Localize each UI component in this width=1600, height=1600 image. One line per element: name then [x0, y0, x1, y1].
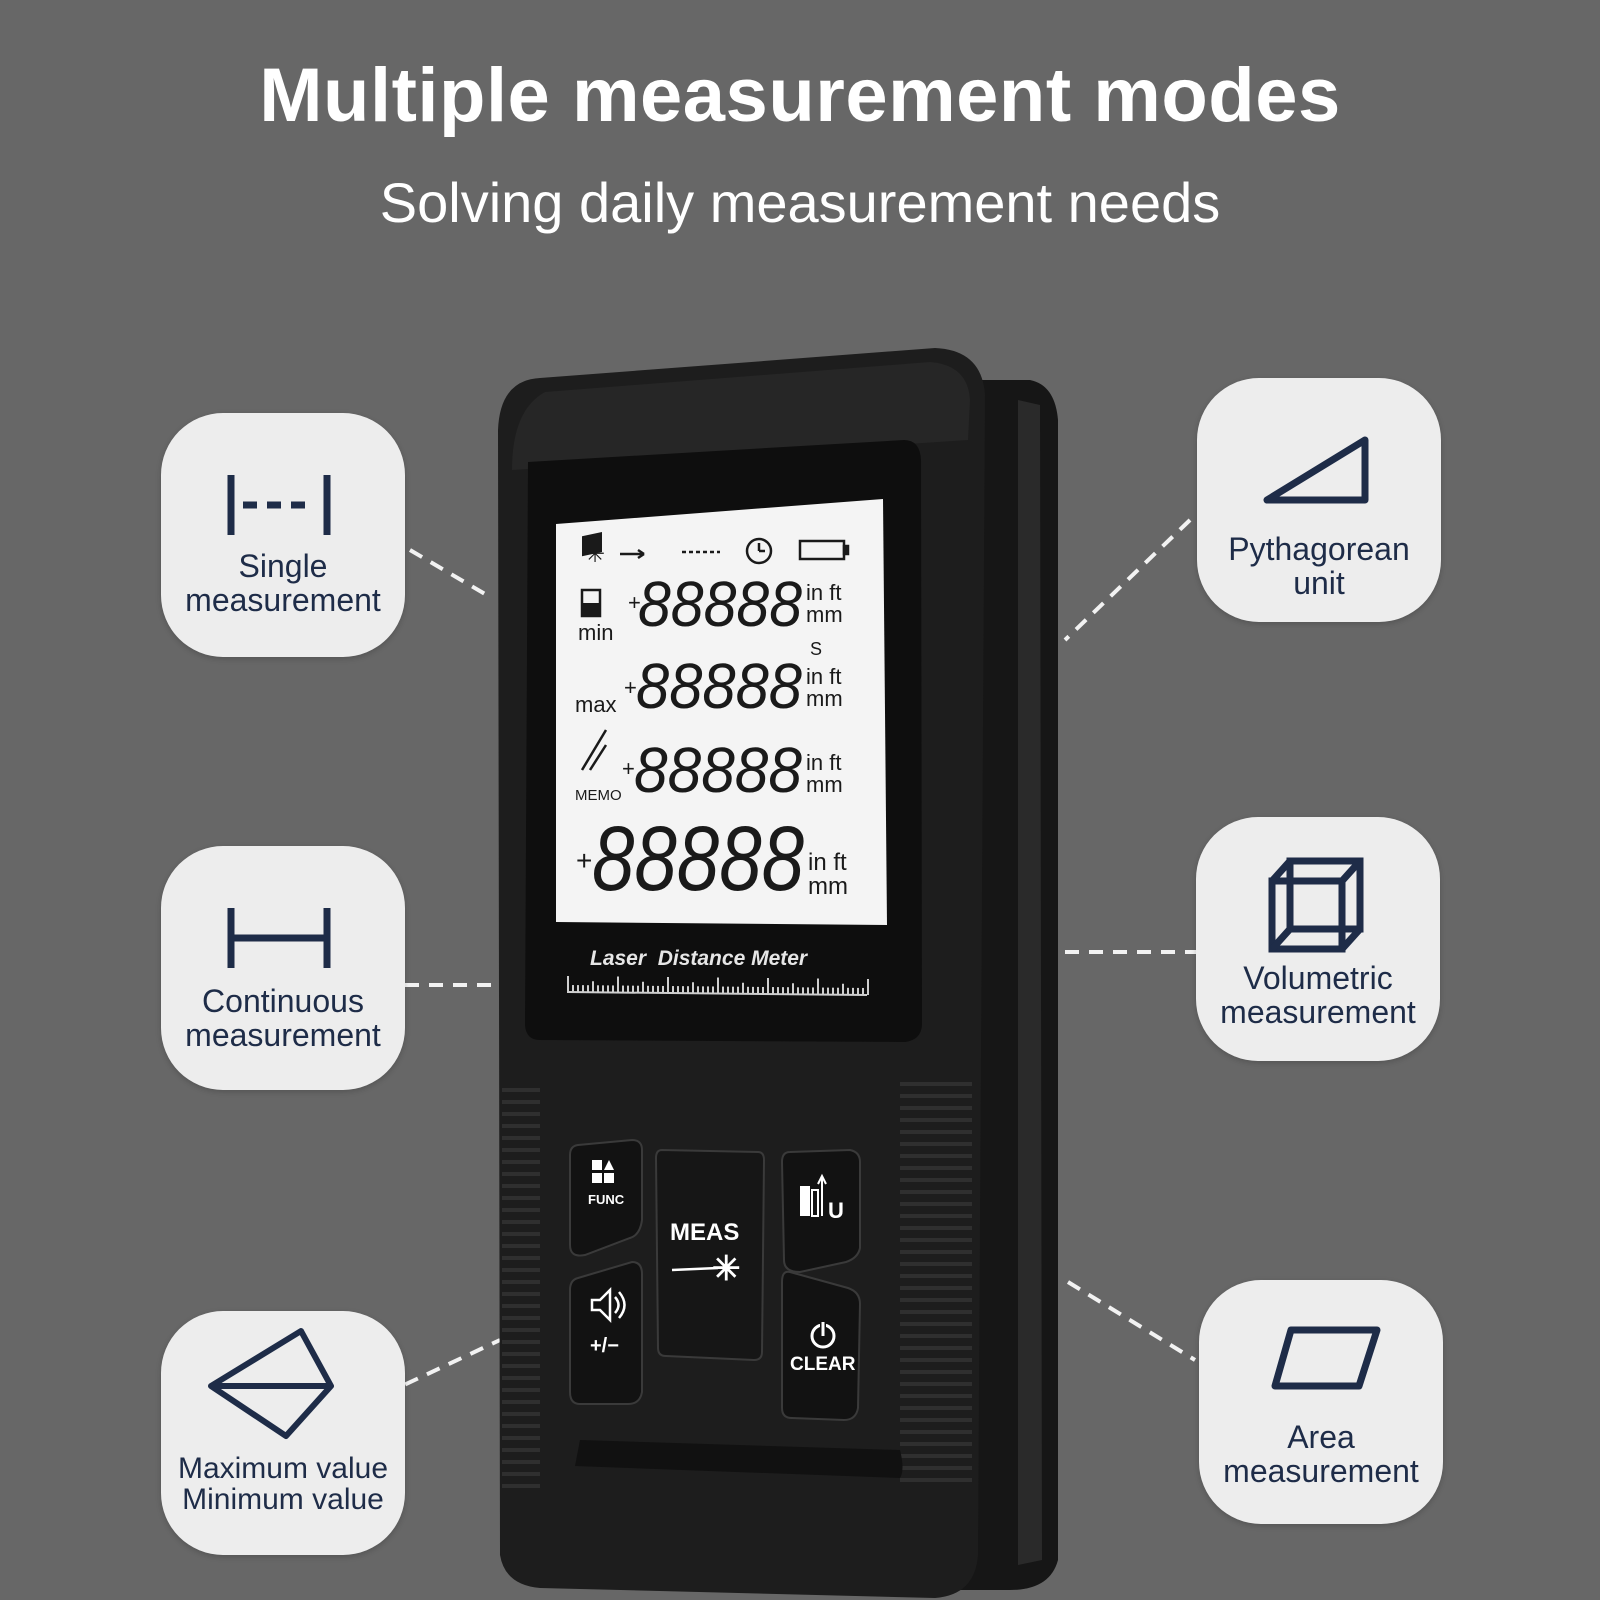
- lcd-s-label: S: [810, 639, 822, 659]
- lcd-max-label: max: [575, 692, 617, 717]
- clear-button[interactable]: CLEAR: [781, 1270, 862, 1422]
- svg-text:mm: mm: [806, 772, 843, 797]
- feature-label-pythagorean: Pythagorean unit: [1228, 531, 1410, 601]
- lcd-row-4: 88888: [592, 808, 804, 910]
- cube-icon: [1268, 857, 1364, 953]
- svg-text:mm: mm: [806, 602, 843, 627]
- feature-label-continuous: Continuous measurement: [185, 983, 381, 1053]
- grip-right: [900, 1082, 972, 1482]
- connector-area: [1066, 1280, 1197, 1362]
- meas-label: MEAS: [670, 1219, 739, 1246]
- page-subtitle: Solving daily measurement needs: [379, 171, 1221, 234]
- lcd-status-icons: [620, 537, 850, 565]
- svg-text:mm: mm: [808, 873, 848, 900]
- func-label: FUNC: [588, 1192, 625, 1207]
- feature-label-maxmin: Maximum value Minimum value: [177, 1452, 389, 1516]
- parallelogram-icon: [1271, 1326, 1381, 1390]
- max-min-icon: [208, 1328, 334, 1439]
- feature-card-area: Area measurement: [1199, 1280, 1443, 1524]
- bottom-recess: [575, 1440, 903, 1478]
- lcd-rows: + 88888 in ft mm + 88888 in ft mm + 8888…: [576, 568, 848, 910]
- feature-card-volumetric: Volumetric measurement: [1196, 817, 1440, 1061]
- lcd-unit-4: in ft: [808, 849, 847, 876]
- continuous-measure-icon: [227, 908, 331, 968]
- speaker-icon: [590, 1286, 612, 1324]
- feature-card-maxmin: Maximum value Minimum value: [161, 1311, 405, 1555]
- feature-card-single: Single measurement: [161, 413, 405, 657]
- single-measure-icon: [227, 475, 331, 535]
- lcd-plus-3: +: [622, 756, 635, 781]
- lcd-display: [556, 499, 887, 925]
- feature-card-continuous: Continuous measurement: [161, 846, 405, 1090]
- func-button[interactable]: FUNC: [569, 1138, 643, 1257]
- lcd-row-3: 88888: [634, 734, 802, 806]
- feature-card-pythagorean: Pythagorean unit: [1197, 378, 1441, 622]
- page-title: Multiple measurement modes: [259, 53, 1341, 138]
- lcd-unit-3: in ft: [806, 750, 841, 775]
- meas-button[interactable]: MEAS ✳: [654, 1148, 766, 1362]
- lcd-memo-label: MEMO: [575, 787, 622, 804]
- brand-label: Laser Distance Meter: [590, 947, 809, 970]
- volume-button[interactable]: +/−: [569, 1260, 643, 1405]
- lcd-plus-2: +: [624, 675, 637, 700]
- feature-label-volumetric: Volumetric measurement: [1220, 960, 1416, 1030]
- volume-label: +/−: [590, 1335, 619, 1357]
- connector-single: [408, 548, 487, 596]
- clear-label: CLEAR: [790, 1354, 856, 1375]
- triangle-mode-icon: [580, 729, 608, 771]
- lcd-row-2: 88888: [636, 650, 802, 722]
- lcd-unit-2: in ft: [806, 664, 841, 689]
- lcd-row-1: 88888: [638, 568, 802, 640]
- cube-mode-icon: [582, 532, 602, 557]
- device-unit-icon: [800, 1186, 810, 1216]
- lcd-unit-1: in ft: [806, 580, 841, 605]
- svg-text:mm: mm: [806, 686, 843, 711]
- feature-label-area: Area measurement: [1223, 1419, 1419, 1489]
- grip-left: [502, 1088, 540, 1488]
- unit-button[interactable]: U: [780, 1148, 861, 1274]
- laser-burst-icon: ✳: [712, 1250, 741, 1288]
- lcd-plus-1: +: [628, 590, 641, 615]
- ruler-scale: [567, 976, 869, 995]
- connector-pythagorean: [1063, 518, 1192, 642]
- lcd-plus-4: +: [576, 845, 592, 876]
- unit-label: U: [828, 1198, 844, 1223]
- right-triangle-icon: [1263, 436, 1369, 504]
- feature-label-single: Single measurement: [185, 548, 381, 618]
- lcd-min-label: min: [578, 620, 613, 645]
